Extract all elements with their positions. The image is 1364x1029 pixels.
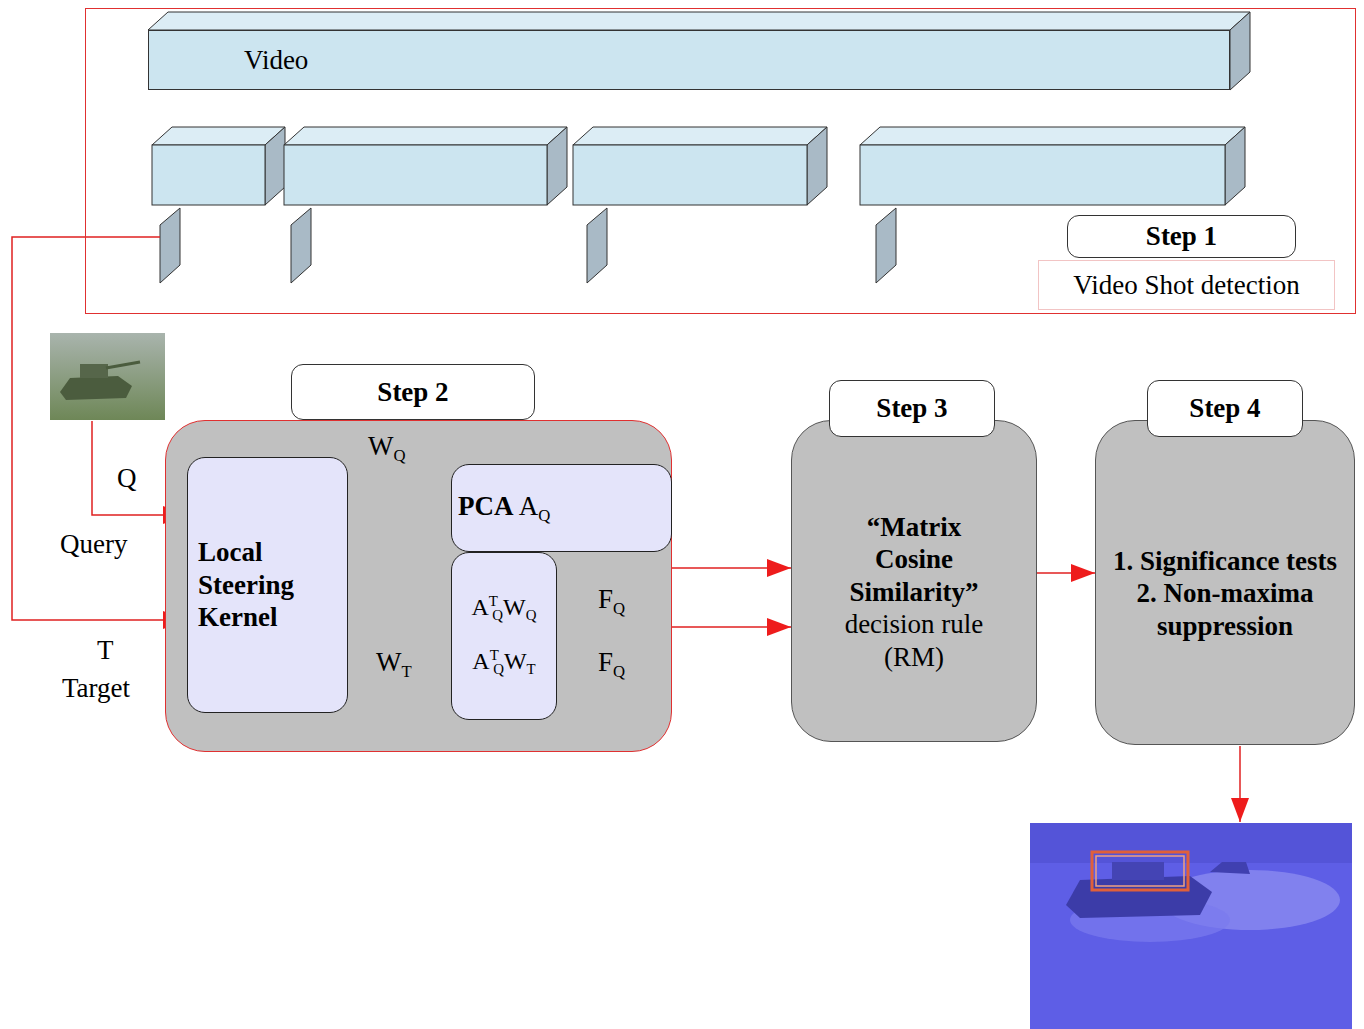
node-body: ATQWQATQWT <box>452 553 556 719</box>
shot-side <box>547 127 567 205</box>
edge-label: WT <box>376 646 412 682</box>
key-frame <box>876 208 896 283</box>
signal-label: T <box>97 634 114 666</box>
text-run: Q <box>613 662 625 681</box>
tank-hull <box>1066 876 1212 918</box>
step-panel: 1. Significance tests2. Non-maxima suppr… <box>1095 420 1355 745</box>
query-image <box>50 333 165 420</box>
formula: ATQWQ <box>472 593 537 625</box>
video-bar-side <box>1230 12 1250 90</box>
text-run: Q <box>493 661 504 677</box>
edge-label: WQ <box>368 430 406 466</box>
shot-side <box>1225 127 1245 205</box>
signal-label: Query <box>60 528 127 560</box>
tank-hull <box>60 376 132 400</box>
shot-front <box>152 145 265 205</box>
video-label: Video <box>244 44 308 76</box>
process-label: Local Steering Kernel <box>198 536 339 633</box>
video-bar: Video <box>148 30 1230 90</box>
flow-arrow <box>1037 572 1095 574</box>
signal-label: Q <box>117 462 137 494</box>
result-photo <box>1030 823 1352 1029</box>
detection-box <box>1092 852 1188 890</box>
text-run: T <box>527 661 536 677</box>
text-run: F <box>598 647 613 677</box>
shot-front <box>860 145 1225 205</box>
shot-cuboid <box>284 127 567 205</box>
node-body: PCA AQ <box>452 465 671 551</box>
panel-item: 1. Significance tests <box>1113 545 1337 577</box>
edge-label: FQ <box>598 646 625 682</box>
step-tab: Step 1 <box>1067 215 1296 258</box>
flow-arrow <box>12 237 187 620</box>
key-frame <box>160 208 180 283</box>
shot-top <box>573 127 827 145</box>
shot-top <box>284 127 567 145</box>
node-body: 1. Significance tests2. Non-maxima suppr… <box>1096 421 1354 744</box>
result-image <box>1030 823 1352 1029</box>
shot-side <box>807 127 827 205</box>
shot-top <box>860 127 1245 145</box>
text-run: Q <box>393 446 405 465</box>
text-run: W <box>368 431 393 461</box>
result-connector <box>1239 746 1241 822</box>
text-run: Q <box>526 607 537 623</box>
process-box: PCA AQ <box>451 464 672 552</box>
stage-region: VideoStep 1Video Shot detection <box>85 8 1356 314</box>
panel-text: decision rule (RM) <box>822 608 1007 673</box>
key-frame <box>291 208 311 283</box>
shot-cuboid <box>860 127 1245 205</box>
panel-item: 2. Non-maxima suppression <box>1109 577 1341 642</box>
step-tab: Step 3 <box>829 380 995 437</box>
formula: ATQWT <box>472 647 535 679</box>
text-run: F <box>598 584 613 614</box>
node-body: Video <box>149 31 1229 89</box>
text-run: A <box>472 594 489 620</box>
text-run: T <box>401 662 411 681</box>
shot-cuboid <box>152 127 285 205</box>
tank-turret <box>1112 862 1164 880</box>
process-box: ATQWQATQWT <box>451 552 557 720</box>
key-frame-lead <box>85 236 160 238</box>
shot-front <box>284 145 547 205</box>
edge-label: FQ <box>598 583 625 619</box>
tank-gun <box>106 362 140 368</box>
text-run: W <box>504 648 527 674</box>
process-label: PCA AQ <box>458 490 550 526</box>
text-run: T <box>490 647 499 663</box>
shot-top <box>152 127 285 145</box>
video-bar-top <box>148 12 1250 30</box>
step-panel: Local Steering KernelPCA AQATQWQATQWTSte… <box>165 420 672 752</box>
result-sky <box>1030 823 1352 863</box>
step-tab: Step 2 <box>291 364 535 420</box>
shot-side <box>265 127 285 205</box>
tank-turret <box>80 364 108 378</box>
panel-heading: “Matrix Cosine Similarity” <box>832 511 997 608</box>
step-panel: “Matrix Cosine Similarity”decision rule … <box>791 420 1037 742</box>
tank-far <box>1210 862 1250 874</box>
key-frame <box>587 208 607 283</box>
text-run: W <box>503 594 526 620</box>
stage-title: Video Shot detection <box>1038 260 1335 310</box>
query-photo <box>50 333 165 420</box>
text-run: W <box>376 647 401 677</box>
detection-box-inner <box>1096 856 1184 886</box>
text-run: Q <box>538 506 550 525</box>
shot-front <box>573 145 807 205</box>
text-run: A <box>514 491 539 521</box>
text-run: Q <box>492 607 503 623</box>
text-run: PCA <box>458 491 514 521</box>
text-run: Q <box>613 599 625 618</box>
text-run: T <box>489 593 498 609</box>
step-tab: Step 4 <box>1147 380 1303 437</box>
shot-cuboid <box>573 127 827 205</box>
process-box: Local Steering Kernel <box>187 457 348 713</box>
node-body: Local Steering Kernel <box>188 458 347 712</box>
text-run: A <box>472 648 489 674</box>
node-body: “Matrix Cosine Similarity”decision rule … <box>792 421 1036 741</box>
signal-label: Target <box>62 672 130 704</box>
